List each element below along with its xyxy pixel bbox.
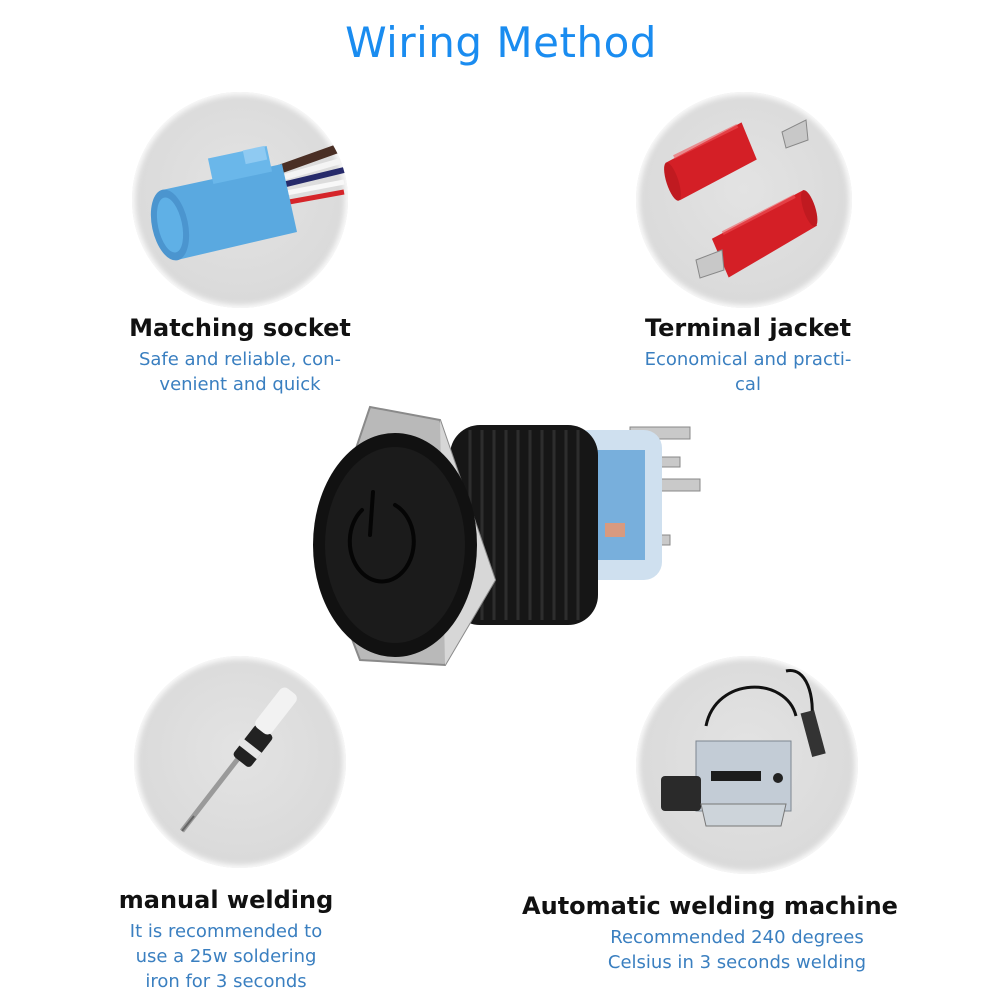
terminal-jacket-heading: Terminal jacket (644, 314, 852, 342)
matching-socket-heading: Matching socket (129, 314, 351, 342)
terminal-jacket-description: Economical and practi- cal (598, 347, 898, 397)
push-button-switch-image (300, 395, 710, 705)
terminal-jacket-image (636, 92, 852, 308)
push-button-switch-icon (313, 405, 701, 667)
description-line: venient and quick (159, 374, 321, 395)
description-line: Recommended 240 degrees (610, 927, 864, 948)
page-title: Wiring Method (345, 18, 657, 67)
matching-socket-image (132, 92, 348, 308)
blue-connector-icon (150, 142, 345, 261)
description-line: iron for 3 seconds (145, 971, 307, 992)
description-line: cal (735, 374, 761, 395)
manual-welding-description: It is recommended to use a 25w soldering… (76, 919, 376, 994)
automatic-welding-machine-heading: Automatic welding machine (522, 892, 898, 920)
description-line: Celsius in 3 seconds welding (607, 952, 867, 973)
description-line: Safe and reliable, con- (138, 349, 342, 370)
description-line: use a 25w soldering (135, 946, 317, 967)
red-terminal-sleeves-icon (664, 119, 818, 279)
manual-welding-image (134, 656, 346, 868)
soldering-station-icon (661, 669, 826, 827)
description-line: It is recommended to (129, 921, 323, 942)
power-symbol-icon (347, 490, 416, 584)
description-line: Economical and practi- (644, 349, 852, 370)
automatic-welding-machine-image (636, 656, 858, 874)
soldering-iron-icon (180, 687, 297, 833)
manual-welding-heading: manual welding (118, 886, 334, 914)
matching-socket-description: Safe and reliable, con- venient and quic… (90, 347, 390, 397)
automatic-welding-machine-description: Recommended 240 degrees Celsius in 3 sec… (582, 925, 892, 975)
